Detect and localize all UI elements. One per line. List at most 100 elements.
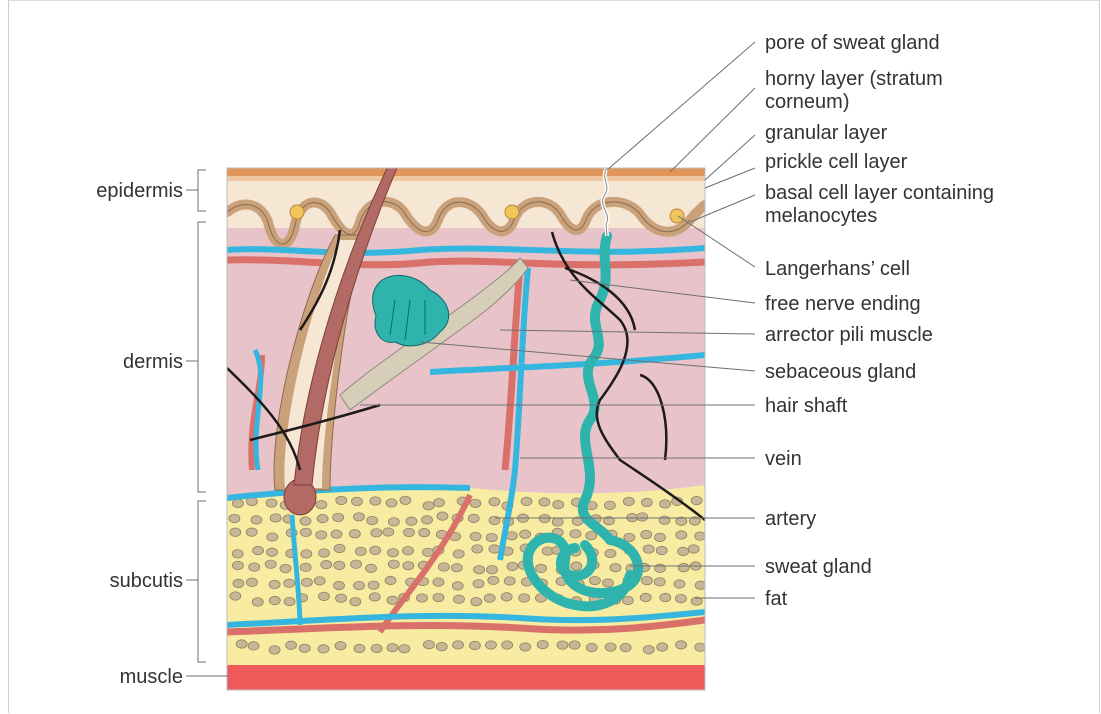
fat-cell [488,576,499,584]
fat-cell [387,596,398,604]
fat-cell [299,644,310,652]
fat-cell [436,642,447,650]
arrector-pili-muscle-label: arrector pili muscle [765,324,933,346]
vein-label: vein [765,448,802,470]
fat-cell [504,577,515,585]
muscle-region [227,665,705,690]
fat-cell [539,498,550,506]
fat-cell [589,576,600,584]
fat-cell [676,531,687,539]
fat-cell [371,644,382,652]
fat-cell [586,643,597,651]
fat-cell [316,500,327,508]
fat-cell [321,560,332,568]
sweat-gland-label: sweat gland [765,556,872,578]
horny-layer [227,168,705,176]
fat-cell [695,643,706,651]
fat-cell [622,596,633,604]
fat-cell [473,579,484,587]
fat-cell [265,560,276,568]
fat-cell [620,643,631,651]
fat-cell [334,581,345,589]
fat-cell [284,597,295,605]
fat-cell [637,513,648,521]
fat-cell [657,643,668,651]
fat-cell [269,646,280,654]
fat-cell [349,530,360,538]
fat-cell [350,597,361,605]
artery-label: artery [765,508,816,530]
melanocyte-cell [290,205,304,219]
fat-cell [383,528,394,536]
fat-cell [232,499,243,507]
fat-cell [469,641,480,649]
fat-cell [385,576,396,584]
horny-layer-label-line1: horny layer (stratum [765,68,943,90]
fat-cell [660,593,671,601]
fat-cell [386,499,397,507]
fat-cell [421,516,432,524]
fat-cell [605,549,616,557]
fat-cell [232,550,243,558]
free-nerve-ending-label: free nerve ending [765,293,921,315]
fat-cell [300,517,311,525]
fat-cell [640,593,651,601]
fat-cell [486,533,497,541]
fat-cell [388,560,399,568]
pore-of-sweat-gland-label: pore of sweat gland [765,32,940,54]
fat-cell [280,564,291,572]
hair-shaft-label: hair shaft [765,395,848,417]
fat-cell [419,528,430,536]
fat-cell [319,549,330,557]
fat-cell [521,497,532,505]
fat-cell [659,516,670,524]
fat-cell [351,560,362,568]
fat-cell [316,531,327,539]
fat-cell [333,513,344,521]
fat-cell [400,496,411,504]
fat-cell [371,529,382,537]
fat-cell [489,497,500,505]
fat-cell [318,592,329,600]
fat-cell [246,528,257,536]
fat-cell [403,546,414,554]
left-brackets [186,170,228,676]
fat-cell [654,533,665,541]
fat-cell [423,640,434,648]
fat-cell [367,516,378,524]
skin-block [227,72,706,690]
fat-cell [236,640,247,648]
muscle-label: muscle [120,666,183,688]
fat-cell [655,564,666,572]
fat-cell [334,561,345,569]
fat-cell [641,530,652,538]
fat-cell [300,563,311,571]
fat-cell [336,594,347,602]
fat-cell [437,512,448,520]
fat-cell [403,561,414,569]
fat-cell [387,643,398,651]
fat-cell [354,644,365,652]
fat-cell [485,641,496,649]
fat-cell [507,562,518,570]
fat-cell [423,548,434,556]
fat-cell [519,594,530,602]
fat-cell [557,641,568,649]
fat-cell [318,645,329,653]
fat-cell [354,581,365,589]
fat-cell [433,498,444,506]
fat-cell [230,528,241,536]
subcutis-label: subcutis [110,570,183,592]
fat-cell [301,578,312,586]
fat-cell [569,641,580,649]
fat-cell [675,594,686,602]
fat-cell [246,578,257,586]
fat-cell [641,498,652,506]
fat-cell [604,501,615,509]
fat-cell [438,563,449,571]
fat-cell [489,545,500,553]
fat-cell [484,594,495,602]
fat-cell [489,516,500,524]
fat-label: fat [765,588,788,610]
fat-cell [423,502,434,510]
